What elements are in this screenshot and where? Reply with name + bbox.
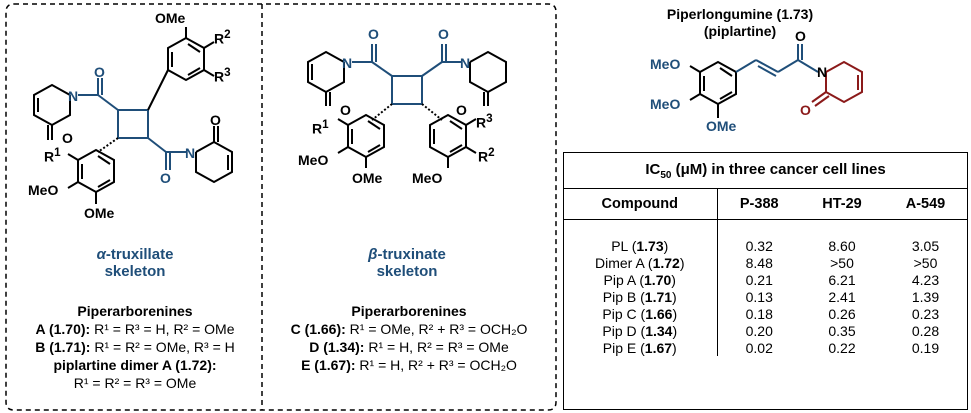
beta-caption: β-truxinate skeleton (368, 246, 446, 280)
col-header-ht29: HT-29 (822, 196, 862, 212)
def-row: A (1.70): R¹ = R³ = H, R² = OMe (35, 321, 235, 337)
dashed-frame (5, 3, 557, 411)
amide-n-label-3: N (342, 55, 353, 71)
ring-o-label-5: O (800, 102, 811, 118)
meo-label-4: MeO (650, 56, 681, 72)
col-header-p388: P-388 (716, 188, 801, 220)
ic50-table-title: IC50 (μM) in three cancer cell lines (645, 161, 886, 181)
def-row: piplartine dimer A (1.72): (53, 357, 217, 373)
left-heading: Piperarborenines (77, 303, 193, 319)
ic50-table: Compound P-388 HT-29 A-549 PL (1.73)0.32… (563, 188, 968, 356)
alpha-truxillate-structure (33, 27, 233, 204)
def-row: E (1.67): R¹ = H, R² + R³ = OCH₂O (301, 357, 517, 373)
amide-n-label-4: N (460, 55, 471, 71)
carbonyl-o-label: O (94, 64, 105, 80)
meo-label-5: MeO (650, 96, 681, 112)
table-row: Dimer A (1.72)8.48>50>50 (595, 254, 938, 271)
middle-definitions: Piperarborenines C (1.66): R¹ = OMe, R² … (266, 302, 552, 374)
def-row: B (1.71): R¹ = R² = OMe, R³ = H (35, 339, 235, 355)
r1-label: R1 (44, 146, 61, 165)
col-header-compound: Compound (601, 196, 678, 212)
amide-n-label-5: N (817, 64, 828, 80)
r2-label: R2 (214, 28, 231, 47)
piperlongumine-structure (689, 44, 863, 118)
carbonyl-o-label-2: O (160, 170, 171, 186)
ring-o-label-3: O (340, 102, 351, 118)
ome-label: OMe (155, 10, 186, 26)
middle-heading: Piperarborenines (351, 303, 467, 319)
ring-o-label-4: O (456, 102, 467, 118)
ome-label-2: OMe (84, 205, 115, 221)
col-header-a549: A-549 (905, 196, 946, 212)
ring-o-label-2: O (210, 112, 221, 128)
ring-o-label: O (62, 130, 73, 146)
ic50-table-frame (563, 152, 968, 410)
r3-label-2: R3 (476, 112, 493, 131)
alpha-caption: α-truxillate skeleton (96, 246, 174, 280)
piperlongumine-title: Piperlongumine (1.73) (piplartine) (666, 6, 814, 39)
amide-n-label: N (68, 88, 79, 104)
meo-label-3: MeO (412, 170, 443, 186)
meo-label: MeO (28, 182, 59, 198)
r3-label: R3 (214, 66, 231, 85)
carbonyl-o-label-3: O (368, 26, 379, 42)
def-row: R¹ = R² = R³ = OMe (73, 375, 197, 391)
amide-n-label-2: N (185, 145, 196, 161)
def-row: C (1.66): R¹ = OMe, R² + R³ = OCH₂O (290, 321, 528, 337)
ome-label-4: OMe (706, 118, 737, 134)
carbonyl-o-label-4: O (438, 26, 449, 42)
carbonyl-o-label-5: O (795, 28, 806, 44)
r2-label-2: R2 (478, 146, 495, 165)
def-row: D (1.34): R¹ = H, R² = R³ = OMe (309, 339, 509, 355)
left-definitions: Piperarborenines A (1.70): R¹ = R³ = H, … (14, 302, 256, 392)
r1-label-2: R1 (312, 118, 329, 137)
meo-label-2: MeO (298, 152, 329, 168)
beta-truxinate-structure (307, 44, 507, 168)
ome-label-3: OMe (352, 170, 383, 186)
